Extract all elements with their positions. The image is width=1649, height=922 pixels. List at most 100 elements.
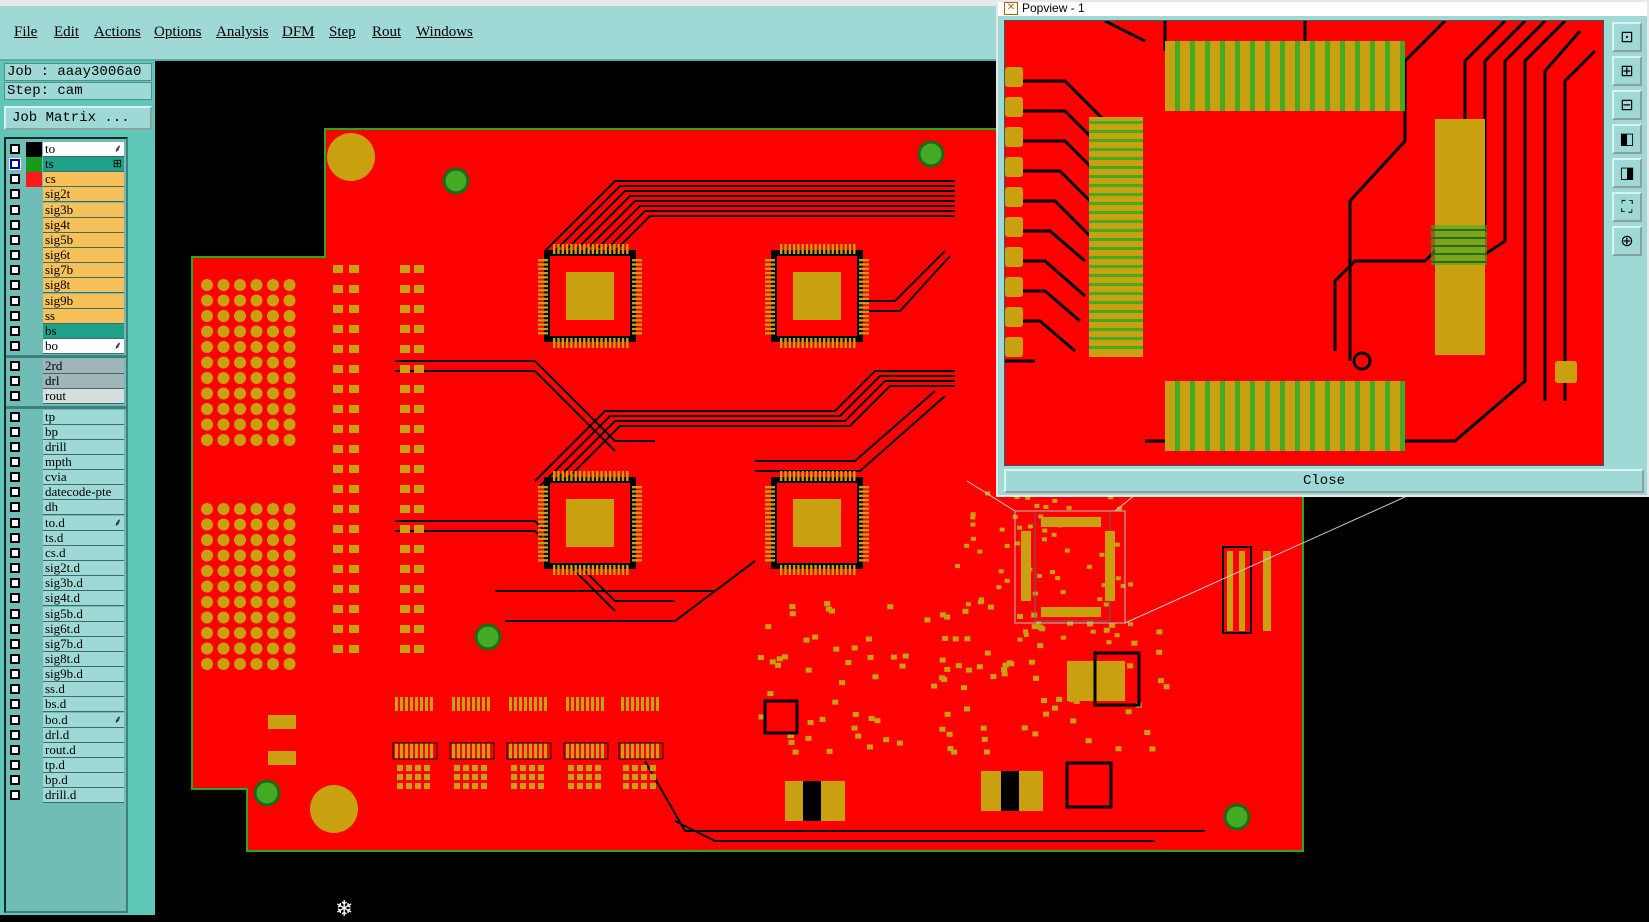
layer-name[interactable]: to⸙	[43, 142, 124, 157]
layer-row-sig6t[interactable]: sig6t	[9, 248, 125, 264]
layer-name[interactable]: 2rd	[43, 359, 124, 375]
layer-checkbox[interactable]	[10, 310, 20, 321]
layer-name[interactable]: ts⊞	[43, 157, 124, 173]
layer-name[interactable]: drl.d	[43, 727, 124, 743]
layer-row-drill-d[interactable]: drill.d	[9, 788, 125, 804]
layer-checkbox[interactable]	[10, 669, 20, 680]
layer-name[interactable]: sig9b.d	[43, 667, 124, 683]
layer-color-swatch[interactable]	[26, 157, 42, 173]
layer-name[interactable]: sig5b	[43, 232, 124, 248]
layer-checkbox[interactable]	[10, 684, 20, 695]
layer-row-drl-d[interactable]: drl.d	[9, 727, 125, 743]
layer-row-drill[interactable]: drill	[9, 439, 125, 455]
layer-row-sig7b[interactable]: sig7b	[9, 263, 125, 279]
pan-left-icon[interactable]: ◧	[1612, 124, 1642, 154]
layer-checkbox[interactable]	[10, 280, 20, 291]
layer-name[interactable]: sig5b.d	[43, 606, 124, 622]
layer-checkbox[interactable]	[10, 638, 20, 649]
layer-row-sig3b-d[interactable]: sig3b.d	[9, 576, 125, 592]
layer-row-bp[interactable]: bp	[9, 424, 125, 440]
layer-name[interactable]: dh	[43, 500, 124, 516]
job-matrix-button[interactable]: Job Matrix ...	[4, 106, 152, 130]
layer-row-sig4t-d[interactable]: sig4t.d	[9, 591, 125, 607]
layer-checkbox[interactable]	[10, 760, 20, 770]
menu-actions[interactable]: Actions	[94, 24, 141, 40]
pan-right-icon[interactable]: ◨	[1612, 158, 1642, 188]
layer-row-sig3b[interactable]: sig3b	[9, 202, 125, 218]
layer-row-sig8t-d[interactable]: sig8t.d	[9, 651, 125, 667]
layer-name[interactable]: sig8t	[43, 278, 124, 294]
layer-name[interactable]: cs	[43, 172, 124, 188]
layer-color-swatch[interactable]	[26, 142, 42, 157]
layer-row-bo[interactable]: bo⸙	[9, 338, 125, 354]
layer-name[interactable]: tp	[43, 409, 124, 425]
layer-row-sig2t-d[interactable]: sig2t.d	[9, 561, 125, 577]
layer-row-rout-d[interactable]: rout.d	[9, 742, 125, 758]
layer-checkbox[interactable]	[10, 653, 20, 664]
layer-name[interactable]: ss.d	[43, 682, 124, 698]
menu-rout[interactable]: Rout	[372, 24, 402, 40]
layer-name[interactable]: cs.d	[43, 545, 124, 561]
menu-file[interactable]: File	[14, 24, 38, 40]
menu-analysis[interactable]: Analysis	[216, 24, 269, 40]
popview-titlebar[interactable]: ✕ Popview - 1	[998, 2, 1647, 16]
layer-row-sig2t[interactable]: sig2t	[9, 187, 125, 203]
layer-name[interactable]: rout.d	[43, 742, 124, 758]
layer-row-tp[interactable]: tp	[9, 409, 125, 425]
layer-checkbox[interactable]	[10, 487, 20, 498]
layer-name[interactable]: bp	[43, 424, 124, 440]
layer-checkbox[interactable]	[10, 517, 20, 528]
layer-checkbox[interactable]	[10, 426, 20, 437]
layer-checkbox[interactable]	[10, 699, 20, 710]
layer-name[interactable]: bp.d	[43, 773, 124, 789]
layer-checkbox[interactable]	[10, 174, 20, 185]
layer-name[interactable]: sig6t.d	[43, 621, 124, 637]
fit-icon[interactable]: ⛶	[1612, 192, 1642, 222]
layer-name[interactable]: bo⸙	[43, 338, 124, 354]
layer-row-cs-d[interactable]: cs.d	[9, 545, 125, 561]
layer-checkbox[interactable]	[10, 376, 20, 387]
layer-checkbox[interactable]	[10, 204, 20, 215]
layer-row-to[interactable]: to⸙	[9, 142, 125, 157]
layer-name[interactable]: sig2t	[43, 187, 124, 203]
layer-checkbox[interactable]	[10, 502, 20, 513]
layer-name[interactable]: ss	[43, 308, 124, 324]
layer-checkbox[interactable]	[10, 714, 20, 725]
popview-canvas[interactable]	[1004, 20, 1604, 466]
layer-row-ss[interactable]: ss	[9, 308, 125, 324]
layer-checkbox[interactable]	[10, 563, 20, 574]
layer-name[interactable]: sig7b	[43, 263, 124, 279]
layer-name[interactable]: sig9b	[43, 293, 124, 309]
layer-row-ts[interactable]: ts⊞	[9, 157, 125, 173]
layer-row-ss-d[interactable]: ss.d	[9, 682, 125, 698]
layer-row-sig8t[interactable]: sig8t	[9, 278, 125, 294]
layer-checkbox[interactable]	[10, 744, 20, 755]
zoom-home-icon[interactable]: ⊡	[1612, 22, 1642, 52]
layer-name[interactable]: bs.d	[43, 697, 124, 713]
layer-checkbox[interactable]	[10, 219, 20, 230]
menu-edit[interactable]: Edit	[54, 24, 79, 40]
layer-name[interactable]: sig4t.d	[43, 591, 124, 607]
layer-name[interactable]: datecode-pte	[43, 485, 124, 501]
layer-checkbox[interactable]	[10, 295, 20, 306]
layer-row-sig9b-d[interactable]: sig9b.d	[9, 667, 125, 683]
layer-row-bs[interactable]: bs	[9, 323, 125, 339]
layer-row-sig5b-d[interactable]: sig5b.d	[9, 606, 125, 622]
layer-row-dh[interactable]: dh	[9, 500, 125, 516]
layer-row-bs-d[interactable]: bs.d	[9, 697, 125, 713]
layer-checkbox[interactable]	[10, 411, 20, 422]
layer-row-rout[interactable]: rout	[9, 389, 125, 405]
menu-step[interactable]: Step	[329, 24, 356, 40]
layer-row-sig6t-d[interactable]: sig6t.d	[9, 621, 125, 637]
popview-close-button[interactable]: Close	[1004, 469, 1644, 493]
layer-name[interactable]: rout	[43, 389, 124, 405]
layer-name[interactable]: ts.d	[43, 530, 124, 546]
layer-name[interactable]: sig3b	[43, 202, 124, 218]
layer-checkbox[interactable]	[10, 441, 20, 452]
layer-row-sig7b-d[interactable]: sig7b.d	[9, 636, 125, 652]
layer-checkbox[interactable]	[10, 325, 20, 336]
layer-row-to-d[interactable]: to.d⸙	[9, 515, 125, 531]
layer-checkbox[interactable]	[10, 144, 20, 154]
layer-row-cvia[interactable]: cvia	[9, 470, 125, 486]
layer-checkbox[interactable]	[10, 361, 20, 372]
